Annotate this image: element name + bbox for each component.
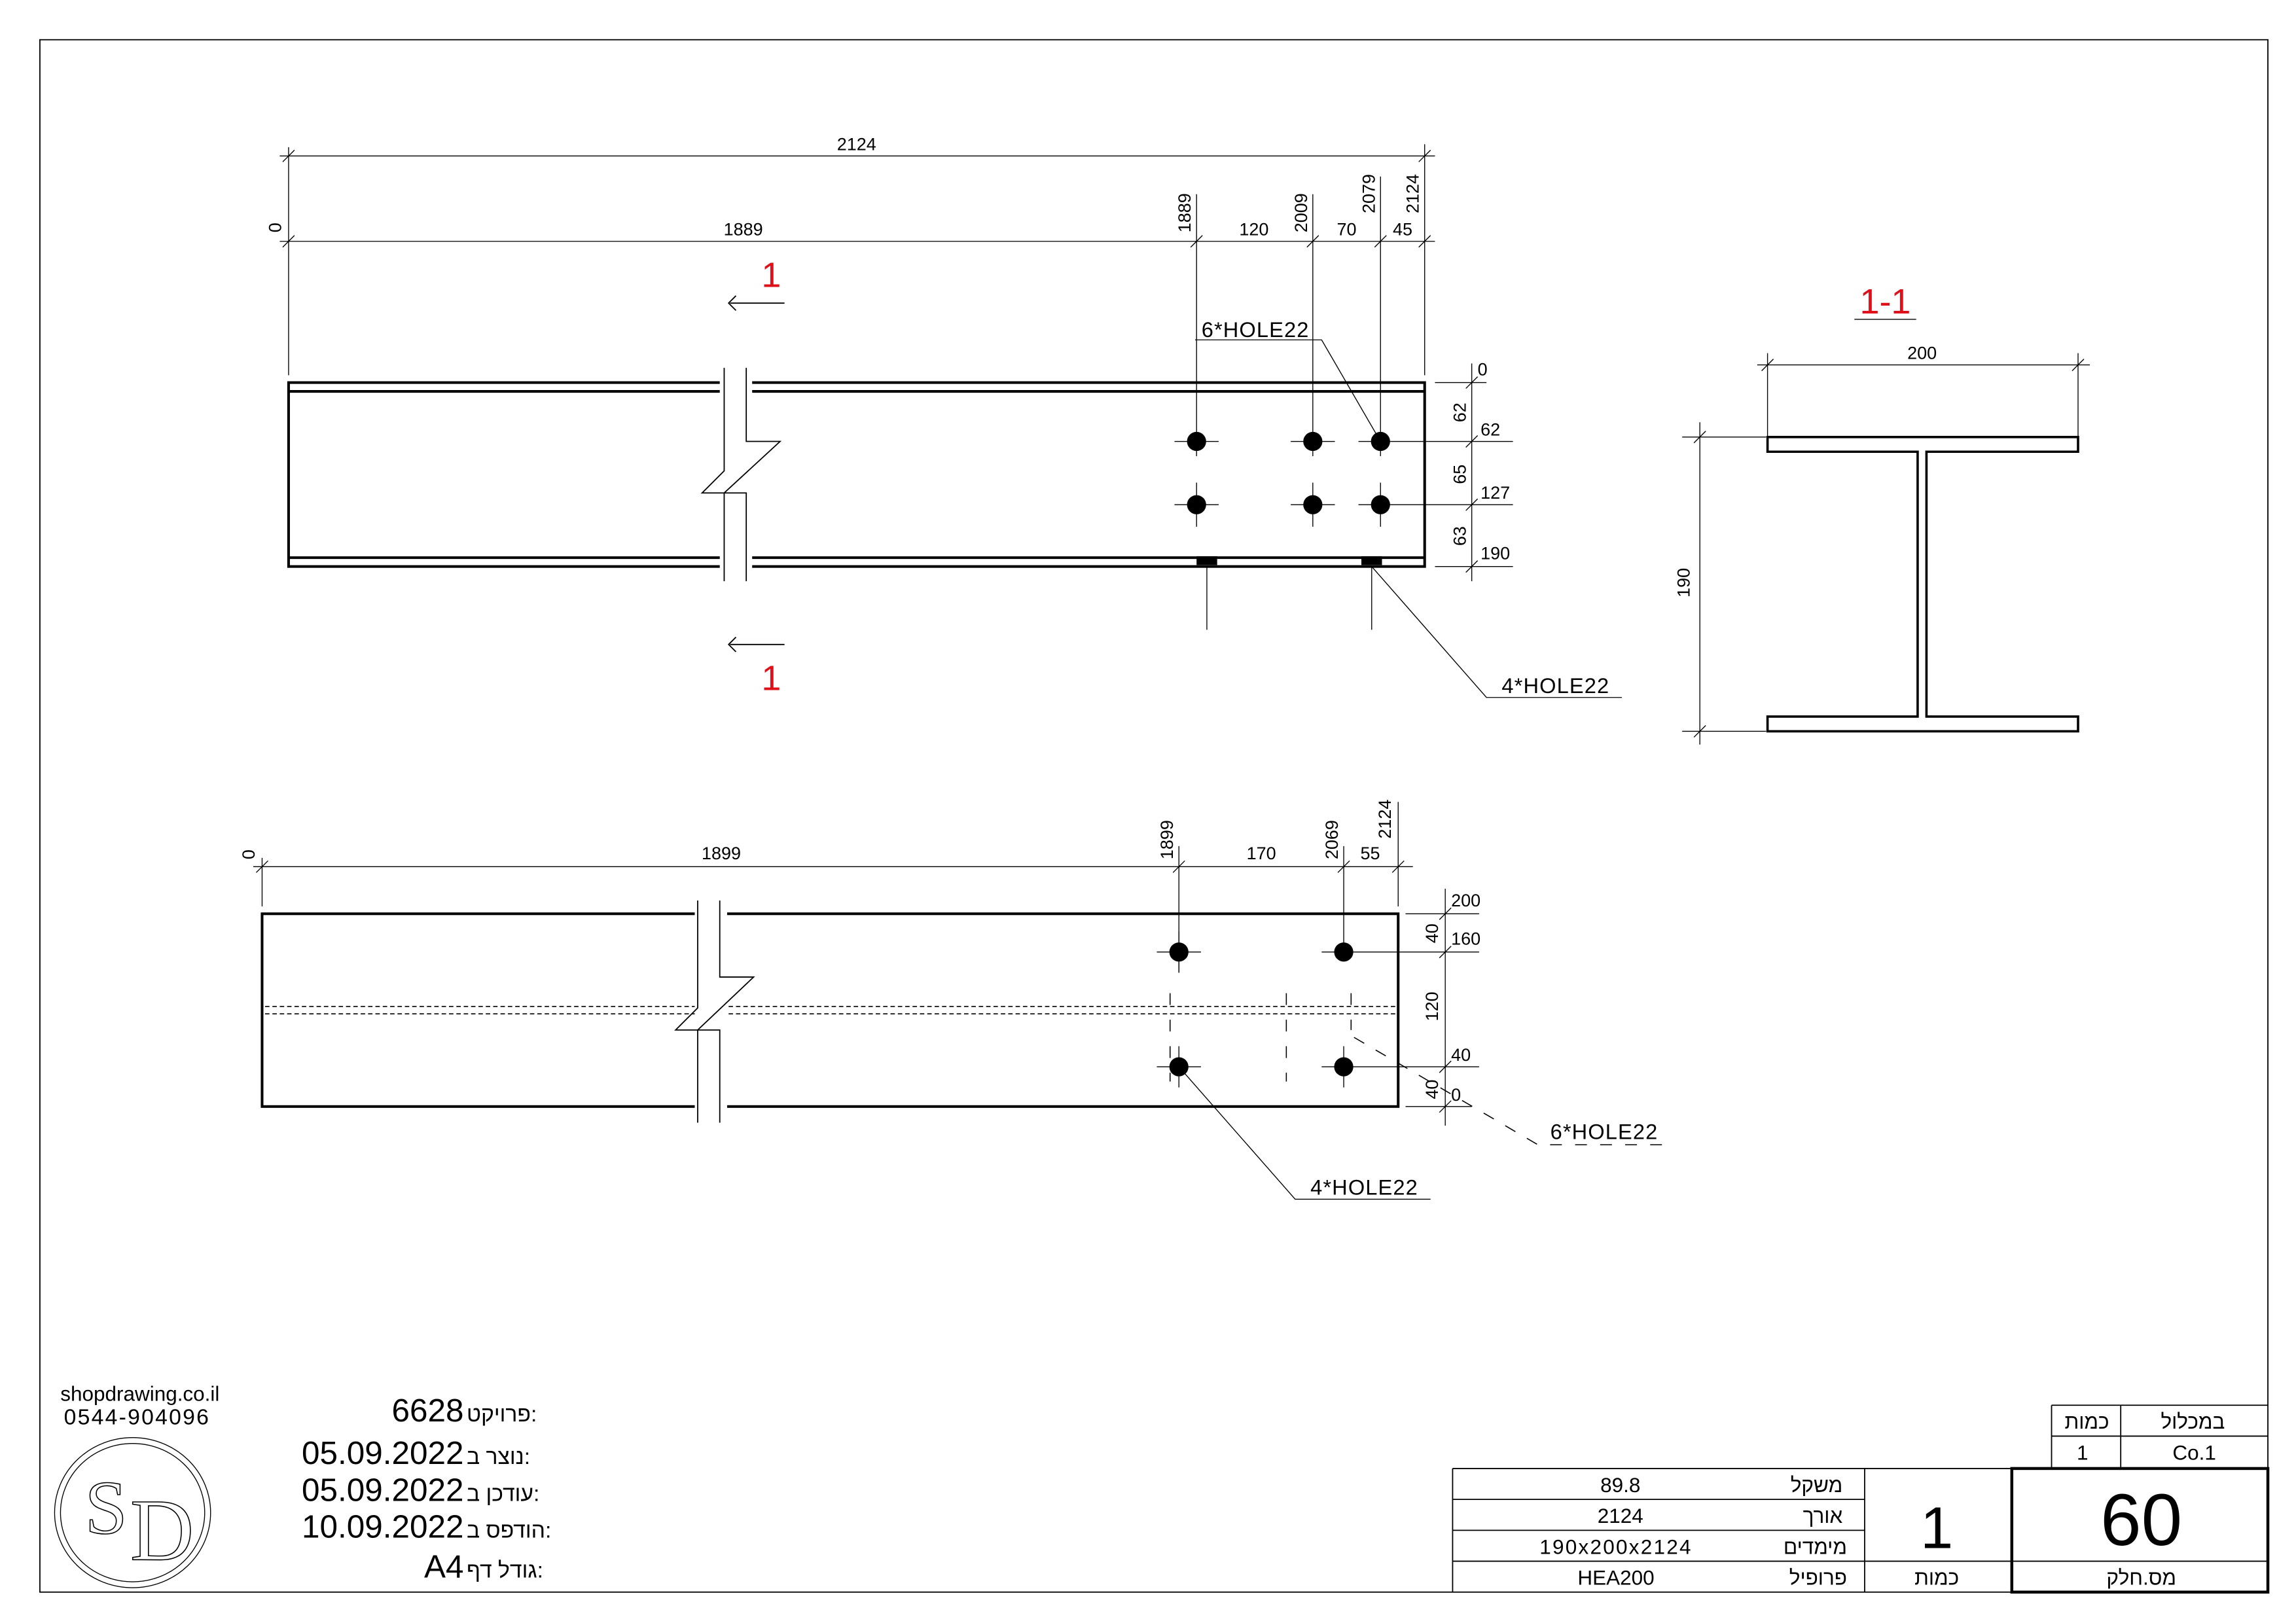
vdim-62-span: 62 (1450, 402, 1470, 422)
part-number: 60 (2100, 1478, 2182, 1561)
company-block: shopdrawing.co.il 0544-904096 S D (54, 1382, 219, 1588)
vdim-63-span: 63 (1450, 526, 1470, 546)
vdim-127: 127 (1480, 483, 1510, 503)
bottom-view: 0 1899 170 55 1899 2069 2124 200 40 160 … (239, 800, 1671, 1200)
ord-1899: 1899 (1157, 820, 1177, 859)
assembly-value: Co.1 (2172, 1441, 2215, 1464)
dimensions-value: 190x200x2124 (1539, 1535, 1692, 1558)
length-value: 2124 (1598, 1505, 1643, 1527)
ord-2124: 2124 (1375, 800, 1395, 839)
assembly-qty-value: 1 (2077, 1441, 2089, 1464)
created-date: 05.09.2022 (302, 1435, 464, 1471)
vdim-65-span: 65 (1450, 465, 1470, 484)
svg-text:S: S (85, 1466, 128, 1550)
break-line (674, 901, 755, 1123)
section-width: 200 (1907, 344, 1937, 363)
quantity-label: כמות (1914, 1567, 1959, 1590)
assembly-qty-header: כמות (2064, 1410, 2109, 1433)
dim-170: 170 (1247, 844, 1276, 863)
vdim-190: 190 (1480, 543, 1510, 563)
vdim-40-span: 40 (1422, 1080, 1442, 1099)
ord-2009: 2009 (1291, 193, 1311, 232)
section-arrow-icon (727, 295, 785, 312)
top-view: 2124 0 1889 120 70 45 1889 2009 2079 212… (266, 134, 1622, 698)
hole-label-flange: 4*HOLE22 (1501, 673, 1609, 698)
vdim-62: 62 (1480, 420, 1500, 440)
vdim-0: 0 (1451, 1085, 1461, 1105)
weight-label: משקל (1791, 1474, 1843, 1497)
quantity-value: 1 (1920, 1495, 1953, 1561)
part-number-label: מס.חלק (2106, 1567, 2176, 1590)
ord-2124: 2124 (1403, 174, 1423, 213)
updated-label: :עודכן ב (467, 1481, 539, 1506)
weight-value: 89.8 (1600, 1474, 1640, 1497)
svg-text:D: D (130, 1482, 194, 1579)
length-label: אורך (1803, 1505, 1843, 1527)
hole-label-flange: 4*HOLE22 (1310, 1175, 1418, 1200)
dim-120: 120 (1239, 220, 1268, 240)
section-marker-bottom: 1 (761, 659, 781, 698)
vdim-0: 0 (1478, 359, 1488, 379)
dim-45: 45 (1393, 220, 1412, 240)
dimensions-label: מימדים (1784, 1535, 1847, 1558)
project-label: :פרויקט (467, 1402, 537, 1427)
i-beam-profile (1766, 435, 2079, 733)
section-title: 1-1 (1859, 282, 1910, 321)
dim-zero: 0 (266, 223, 285, 232)
section-view: 1-1 200 190 (1674, 282, 2090, 745)
sheet-size-label: :גודל דף (467, 1558, 543, 1582)
company-phone: 0544-904096 (64, 1404, 211, 1429)
assembly-header: במכלול (2161, 1410, 2225, 1433)
break-line (700, 368, 782, 582)
section-height: 190 (1674, 568, 1693, 597)
printed-label: :הודפס ב (467, 1518, 551, 1543)
hole-label-web: 6*HOLE22 (1202, 317, 1310, 342)
sheet-border (39, 39, 2269, 1593)
dim-1899: 1899 (702, 844, 741, 863)
project-number: 6628 (391, 1393, 463, 1429)
vdim-120-span: 120 (1422, 991, 1442, 1021)
vdim-200: 200 (1451, 891, 1480, 910)
dim-zero: 0 (239, 849, 259, 859)
vdim-40: 40 (1451, 1045, 1471, 1065)
updated-date: 05.09.2022 (302, 1472, 464, 1508)
profile-value: HEA200 (1577, 1567, 1654, 1590)
dim-1889: 1889 (724, 220, 763, 240)
ord-1889: 1889 (1175, 193, 1194, 232)
profile-label: פרופיל (1789, 1567, 1847, 1590)
printed-date: 10.09.2022 (302, 1509, 464, 1545)
beam-outline (287, 381, 1426, 568)
ord-2079: 2079 (1359, 174, 1378, 213)
section-marker-top: 1 (761, 255, 781, 294)
title-block: 89.8 משקל 2124 אורך 190x200x2124 מימדים … (1452, 1404, 2270, 1594)
dim-overall: 2124 (837, 134, 876, 154)
company-website: shopdrawing.co.il (60, 1382, 219, 1405)
created-label: :נוצר ב (467, 1444, 530, 1469)
vdim-160: 160 (1451, 929, 1480, 948)
vdim-40-span: 40 (1422, 923, 1442, 943)
dim-70: 70 (1337, 220, 1357, 240)
hole-label-web: 6*HOLE22 (1551, 1119, 1659, 1143)
sheet-size: A4 (424, 1548, 464, 1584)
dim-55: 55 (1361, 844, 1380, 863)
project-info: 6628 :פרויקט 05.09.2022 :נוצר ב 05.09.20… (302, 1393, 551, 1584)
company-logo: S D (54, 1437, 211, 1588)
section-arrow-icon (727, 636, 785, 652)
ord-2069: 2069 (1322, 820, 1342, 859)
